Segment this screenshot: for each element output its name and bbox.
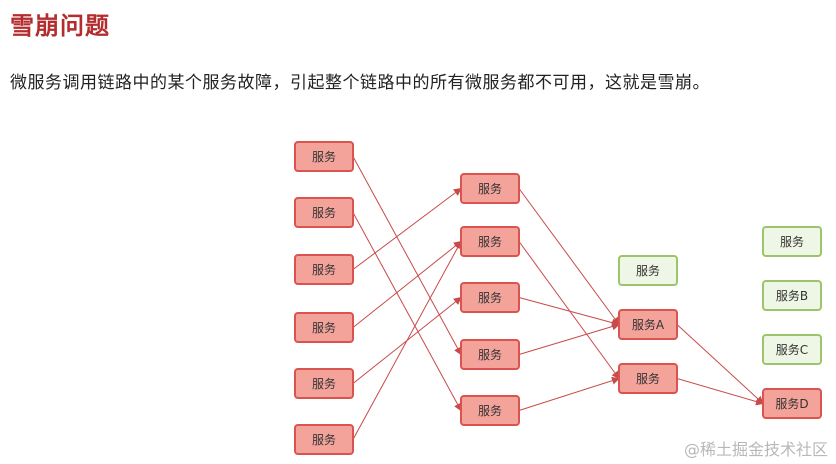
service-node-label: 服务 [312,376,336,391]
service-node-box [618,363,678,394]
service-node-box [460,226,520,257]
edge-c2_3-c3_A [518,297,620,327]
edge-c1_2-c2_5 [352,212,462,412]
service-node-box [294,197,354,228]
service-node-label: 服务 [780,234,804,249]
service-node-box [762,334,822,365]
edge-c2_1-c3_A [518,188,620,326]
service-node-c1_1: 服务 [294,141,354,172]
service-node-box [294,141,354,172]
service-node-label: 服务D [775,396,808,411]
edge-c1_6-c2_2 [352,240,462,440]
service-node-c1_4: 服务 [294,312,354,343]
edge-c1_1-c2_4 [352,156,462,356]
service-node-label: 服务 [478,181,502,196]
watermark: @稀土掘金技术社区 [683,440,828,459]
service-node-label: 服务 [312,432,336,447]
service-node-box [618,309,678,340]
service-node-box [762,388,822,419]
service-node-box [294,424,354,455]
service-node-label: 服务A [632,317,665,332]
service-node-c2_4: 服务 [460,339,520,370]
service-node-c4_0: 服务 [762,226,822,257]
service-node-box [460,395,520,426]
page-description: 微服务调用链路中的某个服务故障，引起整个链路中的所有微服务都不可用，这就是雪崩。 [10,73,710,93]
service-node-label: 服务 [312,149,336,164]
service-node-c2_2: 服务 [460,226,520,257]
service-node-label: 服务 [636,263,660,278]
service-node-label: 服务 [636,371,660,386]
service-node-c1_2: 服务 [294,197,354,228]
service-node-c1_6: 服务 [294,424,354,455]
service-node-box [294,312,354,343]
service-node-label: 服务 [312,205,336,220]
service-node-c4_B: 服务B [762,280,822,311]
service-node-label: 服务 [478,234,502,249]
service-node-box [762,280,822,311]
service-node-box [762,226,822,257]
edge-c2_2-c3_2 [518,241,620,380]
service-node-label: 服务 [312,262,336,277]
service-node-c2_5: 服务 [460,395,520,426]
service-node-c2_3: 服务 [460,282,520,313]
service-node-c1_5: 服务 [294,368,354,399]
edge-c1_3-c2_1 [352,187,462,270]
page-title: 雪崩问题 [10,12,110,40]
service-node-c1_3: 服务 [294,254,354,285]
service-node-c3_0: 服务 [618,255,678,286]
service-node-c4_D: 服务D [762,388,822,419]
service-node-c2_1: 服务 [460,173,520,204]
edge-c1_4-c2_2 [352,240,462,328]
service-node-box [618,255,678,286]
service-node-label: 服务 [478,403,502,418]
service-node-label: 服务 [312,320,336,335]
service-node-label: 服务B [776,288,808,303]
edge-c3_A-c4_D [676,324,764,405]
service-node-label: 服务C [776,342,808,357]
edge-c2_4-c3_A [518,322,620,355]
service-node-box [294,368,354,399]
edge-c2_5-c3_2 [518,376,620,411]
service-node-box [460,339,520,370]
service-node-box [294,254,354,285]
service-node-box [460,173,520,204]
edge-c3_2-c4_D [676,378,764,406]
service-node-c4_C: 服务C [762,334,822,365]
service-node-c3_2: 服务 [618,363,678,394]
service-node-label: 服务 [478,347,502,362]
service-node-box [460,282,520,313]
service-node-c3_A: 服务A [618,309,678,340]
edge-layer [352,156,764,440]
service-node-label: 服务 [478,290,502,305]
